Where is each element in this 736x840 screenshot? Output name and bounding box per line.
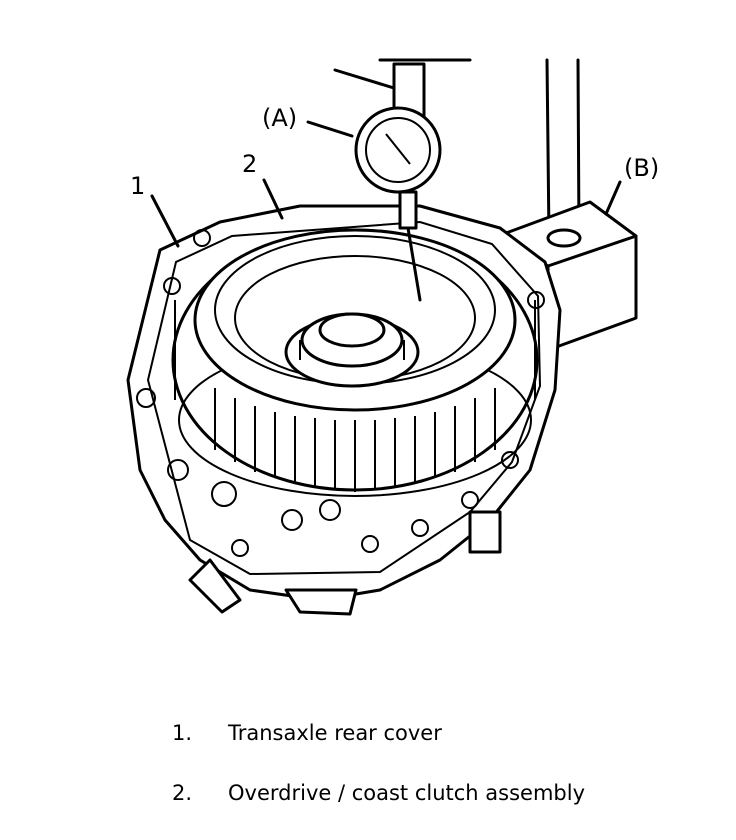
legend-number: 2. bbox=[172, 781, 193, 805]
callout-1: 1 bbox=[130, 172, 145, 200]
callout-2: 2 bbox=[242, 150, 257, 178]
callout-a: (A) bbox=[262, 104, 297, 132]
overdrive-coast-clutch-assembly bbox=[171, 228, 539, 497]
parts-legend: 1. Transaxle rear cover 2. Overdrive / c… bbox=[172, 716, 712, 836]
legend-label: Transaxle rear cover bbox=[228, 721, 442, 745]
dial-gauge bbox=[333, 58, 472, 302]
clutch-measurement-illustration: (A) (B) 1 2 bbox=[126, 58, 659, 616]
legend-label: Overdrive / coast clutch assembly bbox=[228, 781, 585, 805]
leader-lines bbox=[150, 120, 622, 248]
legend-item: 1. Transaxle rear cover bbox=[172, 716, 712, 750]
callout-b: (B) bbox=[624, 154, 659, 182]
legend-number: 1. bbox=[172, 721, 193, 745]
legend-item: 2. Overdrive / coast clutch assembly bbox=[172, 776, 712, 810]
